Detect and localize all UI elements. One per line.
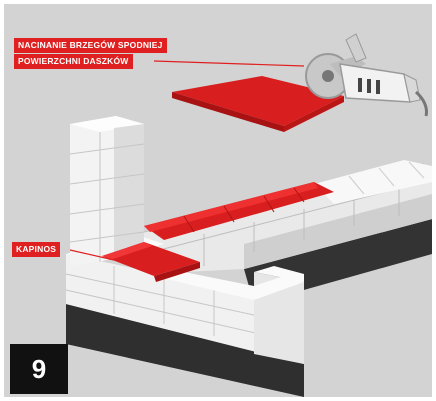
step-number-badge: 9 [10, 344, 68, 394]
illustration-frame: NACINANIE BRZEGÓW SPODNIEJ POWIERZCHNI D… [4, 4, 432, 397]
cutting-annotation-line2: POWIERZCHNI DASZKÓW [14, 54, 133, 69]
cutting-annotation-line1: NACINANIE BRZEGÓW SPODNIEJ [14, 38, 167, 53]
coping-annotation: KAPINOS [12, 242, 60, 257]
